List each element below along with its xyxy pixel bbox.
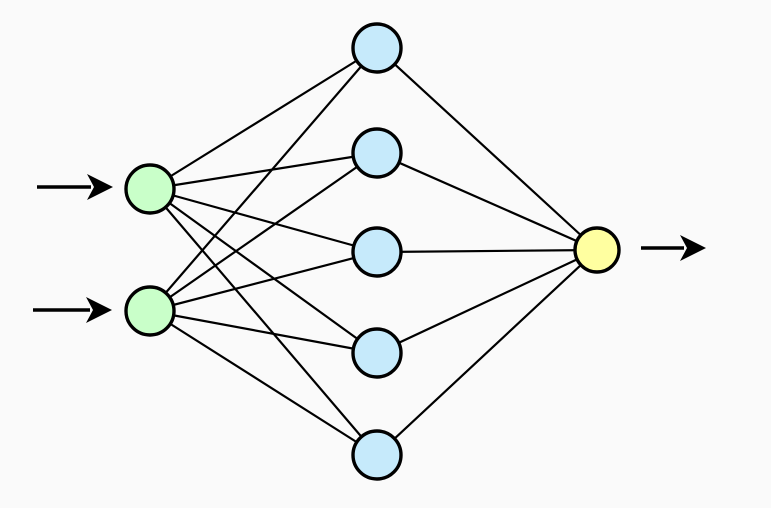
- edge-h3-o1: [375, 248, 599, 254]
- edge-i2-h2: [148, 151, 379, 313]
- layer-output: [573, 226, 621, 274]
- edges-group: [148, 46, 599, 457]
- edge-h2-o1: [375, 151, 599, 252]
- edge-i2-h1: [148, 46, 379, 313]
- layer-input: [124, 163, 176, 337]
- input-arrow-2: [33, 297, 112, 323]
- node-i1[interactable]: [124, 163, 176, 215]
- edge-i1-h2: [148, 151, 379, 191]
- edge-h5-o1: [375, 248, 599, 457]
- io-arrows-group: [33, 174, 706, 323]
- node-h3[interactable]: [351, 226, 403, 278]
- output-arrow-1-head-icon: [680, 235, 706, 261]
- node-h4[interactable]: [351, 327, 403, 379]
- edge-i2-h4: [148, 309, 379, 355]
- edge-i1-h1: [148, 46, 379, 191]
- input-arrow-1-head-icon: [87, 174, 113, 200]
- edge-i2-h3: [148, 250, 379, 313]
- edge-h4-o1: [375, 248, 599, 355]
- input-arrow-2-head-icon: [86, 297, 112, 323]
- edge-h1-o1: [375, 46, 599, 252]
- input-arrow-1: [37, 174, 113, 200]
- edge-i1-h3: [148, 187, 379, 254]
- layer-hidden: [351, 22, 403, 481]
- edge-i1-h4: [148, 187, 379, 355]
- edge-i2-h5: [148, 309, 379, 457]
- edge-i1-h5: [148, 187, 379, 457]
- node-o1[interactable]: [573, 226, 621, 274]
- node-h1[interactable]: [351, 22, 403, 74]
- node-h2[interactable]: [351, 127, 403, 179]
- node-h5[interactable]: [351, 429, 403, 481]
- output-arrow-1: [641, 235, 706, 261]
- node-i2[interactable]: [124, 285, 176, 337]
- nodes-group: [124, 22, 621, 481]
